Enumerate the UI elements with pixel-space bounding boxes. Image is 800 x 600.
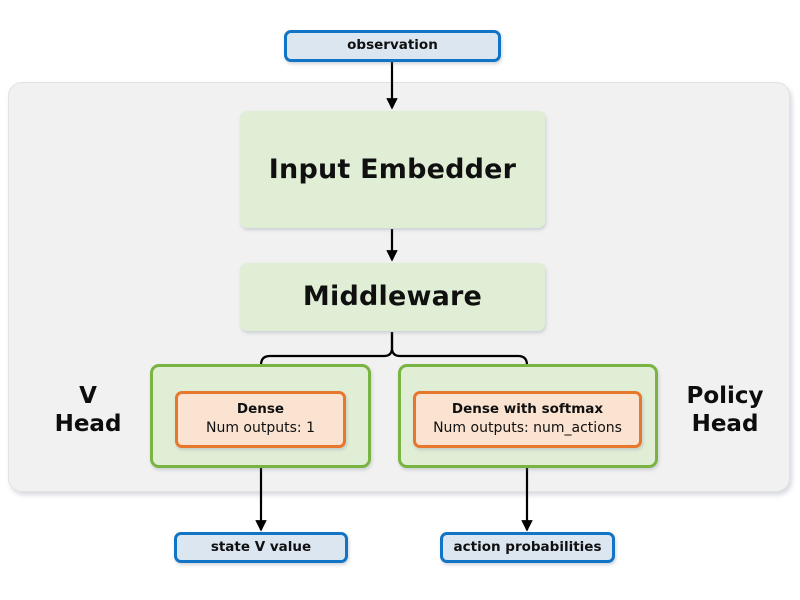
middleware-label: Middleware — [302, 281, 483, 313]
action-probabilities-label: action probabilities — [453, 538, 602, 555]
v-head-caption-line1: V — [79, 383, 97, 409]
policy-head-dense-node[interactable]: Dense with softmax Num outputs: num_acti… — [413, 391, 642, 448]
action-probabilities-node[interactable]: action probabilities — [440, 532, 615, 563]
state-value-node[interactable]: state V value — [174, 532, 348, 563]
v-head-dense-node[interactable]: Dense Num outputs: 1 — [175, 391, 346, 448]
policy-head-caption-line1: Policy — [686, 383, 764, 409]
v-head-caption-line2: Head — [54, 410, 122, 437]
state-value-label: state V value — [210, 538, 312, 555]
policy-head-caption: Policy Head — [663, 383, 787, 438]
policy-head-dense-detail: Num outputs: num_actions — [433, 420, 622, 437]
input-embedder-node[interactable]: Input Embedder — [240, 111, 545, 228]
middleware-node[interactable]: Middleware — [240, 263, 545, 331]
policy-head-dense-title: Dense with softmax — [451, 401, 604, 418]
observation-label: observation — [347, 37, 438, 54]
observation-node[interactable]: observation — [284, 30, 501, 62]
v-head-caption: V Head — [36, 383, 140, 438]
v-head-dense-detail: Num outputs: 1 — [206, 420, 315, 437]
v-head-dense-title: Dense — [236, 401, 285, 418]
input-embedder-label: Input Embedder — [268, 153, 517, 185]
policy-head-caption-line2: Head — [691, 410, 759, 437]
